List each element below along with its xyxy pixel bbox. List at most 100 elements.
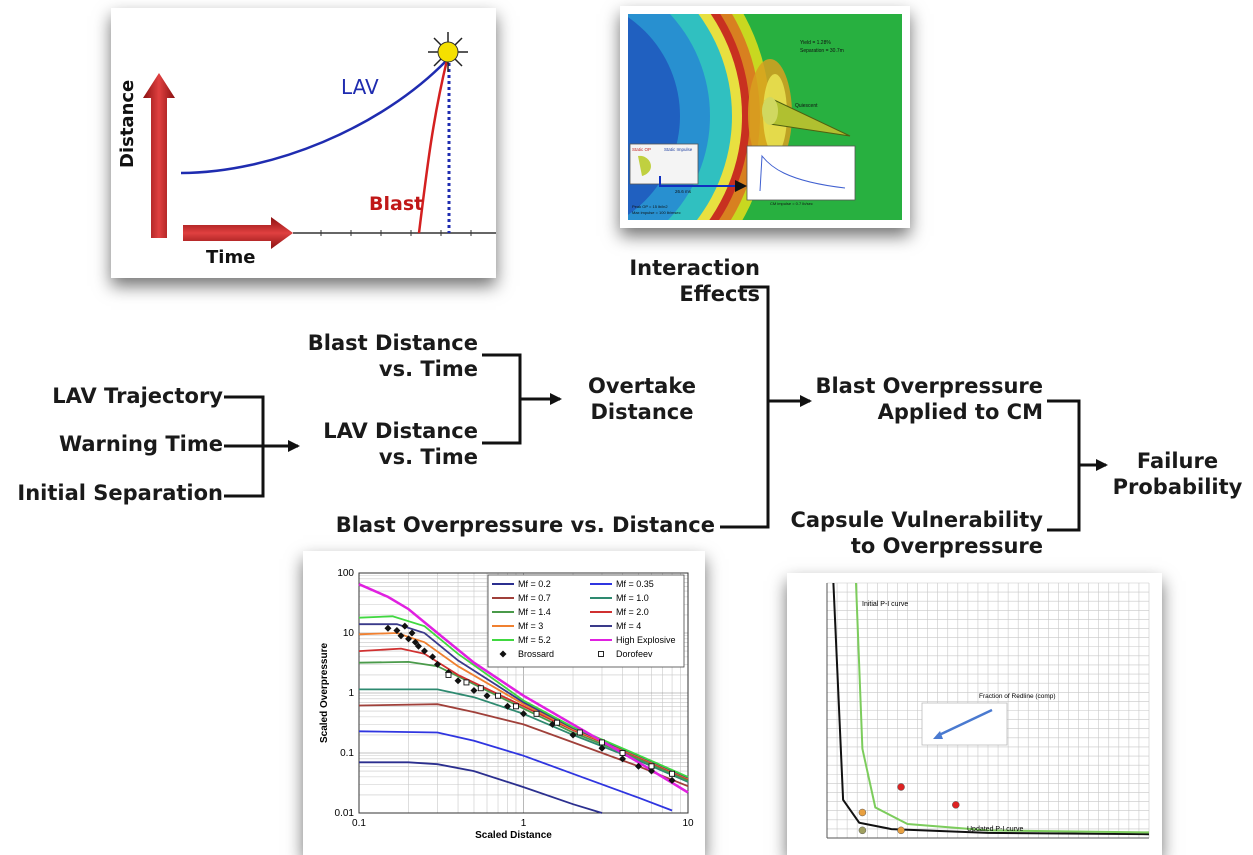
applied-line2: Applied to CM: [877, 400, 1043, 424]
dorofeev-point: [619, 750, 626, 756]
failure-probability-label: Failure Probability: [1105, 448, 1250, 500]
overtake-line2: Distance: [590, 400, 694, 424]
data-point: [858, 826, 867, 835]
brossard-point: [470, 687, 478, 695]
legend-label: Mf = 0.2: [518, 579, 551, 589]
dorofeev-point: [513, 703, 519, 710]
dorofeev-point: [648, 763, 655, 770]
capsule-line1: Capsule Vulnerability: [790, 508, 1043, 532]
series-line: [359, 761, 603, 814]
blast-label: Blast: [369, 193, 423, 215]
interaction-line1: Interaction: [629, 256, 760, 280]
distance-axis-label: Distance: [117, 80, 138, 168]
data-point: [897, 783, 905, 791]
initial-pi-curve-label: Initial P-I curve: [862, 601, 908, 608]
legend-label: Mf = 2.0: [616, 607, 649, 617]
blast-distance-line2: vs. Time: [378, 357, 478, 381]
yield-text: Yield = 1.28%: [800, 40, 831, 46]
updated-pi-curve-label: Updated P-I curve: [967, 826, 1024, 833]
x-tick-label: 1: [521, 818, 527, 829]
dorofeev-point: [445, 671, 452, 678]
y-tick-label: 10: [343, 628, 355, 639]
blast-distance-line1: Blast Distance: [307, 331, 478, 355]
peak-line2: Max impulse = 100 lb/msec: [632, 210, 681, 215]
y-tick-label: 0.1: [340, 748, 354, 759]
overtake-distance-label: Overtake Distance: [572, 373, 712, 425]
bracket-overtake-interaction: [720, 285, 770, 529]
lav-curve: [180, 59, 448, 175]
dorofeev-point: [576, 729, 583, 736]
lav-distance-line2: vs. Time: [378, 445, 478, 469]
inset-value: 26.6 ms: [675, 189, 692, 194]
series-line: [358, 730, 673, 812]
time-axis-arrow: [183, 217, 293, 249]
pi-curve: [832, 582, 1150, 836]
static-impulse-title: Static Impulse: [664, 147, 693, 152]
bracket-inputs: [224, 395, 265, 498]
x-tick-label: 0.1: [352, 818, 366, 829]
y-tick-label: 0.01: [335, 808, 355, 819]
dorofeev-point: [554, 719, 561, 726]
brossard-point: [569, 731, 577, 739]
capsule-line2: to Overpressure: [850, 534, 1043, 558]
interaction-line2: Effects: [679, 282, 760, 306]
dorofeev-point: [669, 770, 676, 777]
legend-label: Dorofeev: [616, 649, 653, 659]
x-tick-label: 10: [682, 818, 694, 829]
fraction-of-redline-label: Fraction of Redline (comp): [979, 693, 1056, 700]
data-point: [858, 808, 867, 817]
inset-caption: CM impulse = 0.7 lb/sec: [770, 201, 813, 206]
static-op-title: Static OP: [632, 147, 651, 152]
overtake-line1: Overtake: [588, 374, 696, 398]
lav-label: LAV: [341, 75, 379, 99]
cfd-panel: Yield = 1.28% Separation = 30.7m Quiesce…: [620, 6, 910, 228]
brossard-point: [405, 635, 413, 643]
brossard-point: [668, 776, 676, 784]
quiescent-label: Quiescent: [795, 103, 818, 109]
series-line: [358, 615, 689, 778]
lav-distance-vs-time-label: LAV Distance vs. Time: [323, 418, 478, 470]
legend-label: High Explosive: [616, 635, 676, 645]
cfd-image: Yield = 1.28% Separation = 30.7m Quiesce…: [628, 14, 902, 220]
brossard-point: [384, 624, 392, 632]
lav-distance-line1: LAV Distance: [323, 419, 478, 443]
brossard-point: [401, 622, 409, 630]
trajectory-diagram: LAV Blast Distance Time: [117, 32, 496, 268]
initial-separation-label: Initial Separation: [17, 481, 223, 505]
brossard-point: [411, 638, 419, 646]
brossard-point: [504, 702, 512, 710]
explosion-icon: [428, 32, 468, 72]
peak-line1: Peak OP = 15 lb/in2: [632, 204, 668, 209]
legend-label: Mf = 3: [518, 621, 543, 631]
impulse-inset: [746, 145, 856, 201]
annotation-arrow: [936, 708, 993, 738]
legend-label: Mf = 5.2: [518, 635, 551, 645]
failure-line2: Probability: [1112, 475, 1243, 499]
applied-line1: Blast Overpressure: [815, 374, 1043, 398]
y-tick-label: 1: [348, 688, 354, 699]
brossard-point: [619, 755, 627, 763]
y-tick-label: 100: [337, 568, 354, 579]
legend-label: Brossard: [518, 649, 554, 659]
annotation-arrowhead: [933, 731, 943, 739]
data-point: [952, 801, 960, 809]
dorofeev-point: [533, 710, 540, 717]
trajectory-panel: LAV Blast Distance Time: [111, 8, 496, 278]
pi-curve: [855, 582, 1150, 834]
legend-box: [487, 574, 685, 668]
series-line: [358, 583, 689, 794]
overpressure-vs-distance-label: Blast Overpressure vs. Distance: [335, 513, 715, 537]
brossard-point: [420, 647, 428, 655]
dorofeev-point: [599, 739, 605, 746]
brossard-point: [634, 762, 642, 770]
y-axis-label: Scaled Overpressure: [319, 643, 330, 743]
brossard-point: [648, 767, 656, 775]
legend-label: Mf = 0.7: [518, 593, 551, 603]
failure-line1: Failure: [1136, 449, 1219, 473]
brossard-point: [415, 642, 423, 650]
blast-distance-vs-time-label: Blast Distance vs. Time: [308, 330, 478, 382]
brossard-point: [429, 653, 437, 661]
